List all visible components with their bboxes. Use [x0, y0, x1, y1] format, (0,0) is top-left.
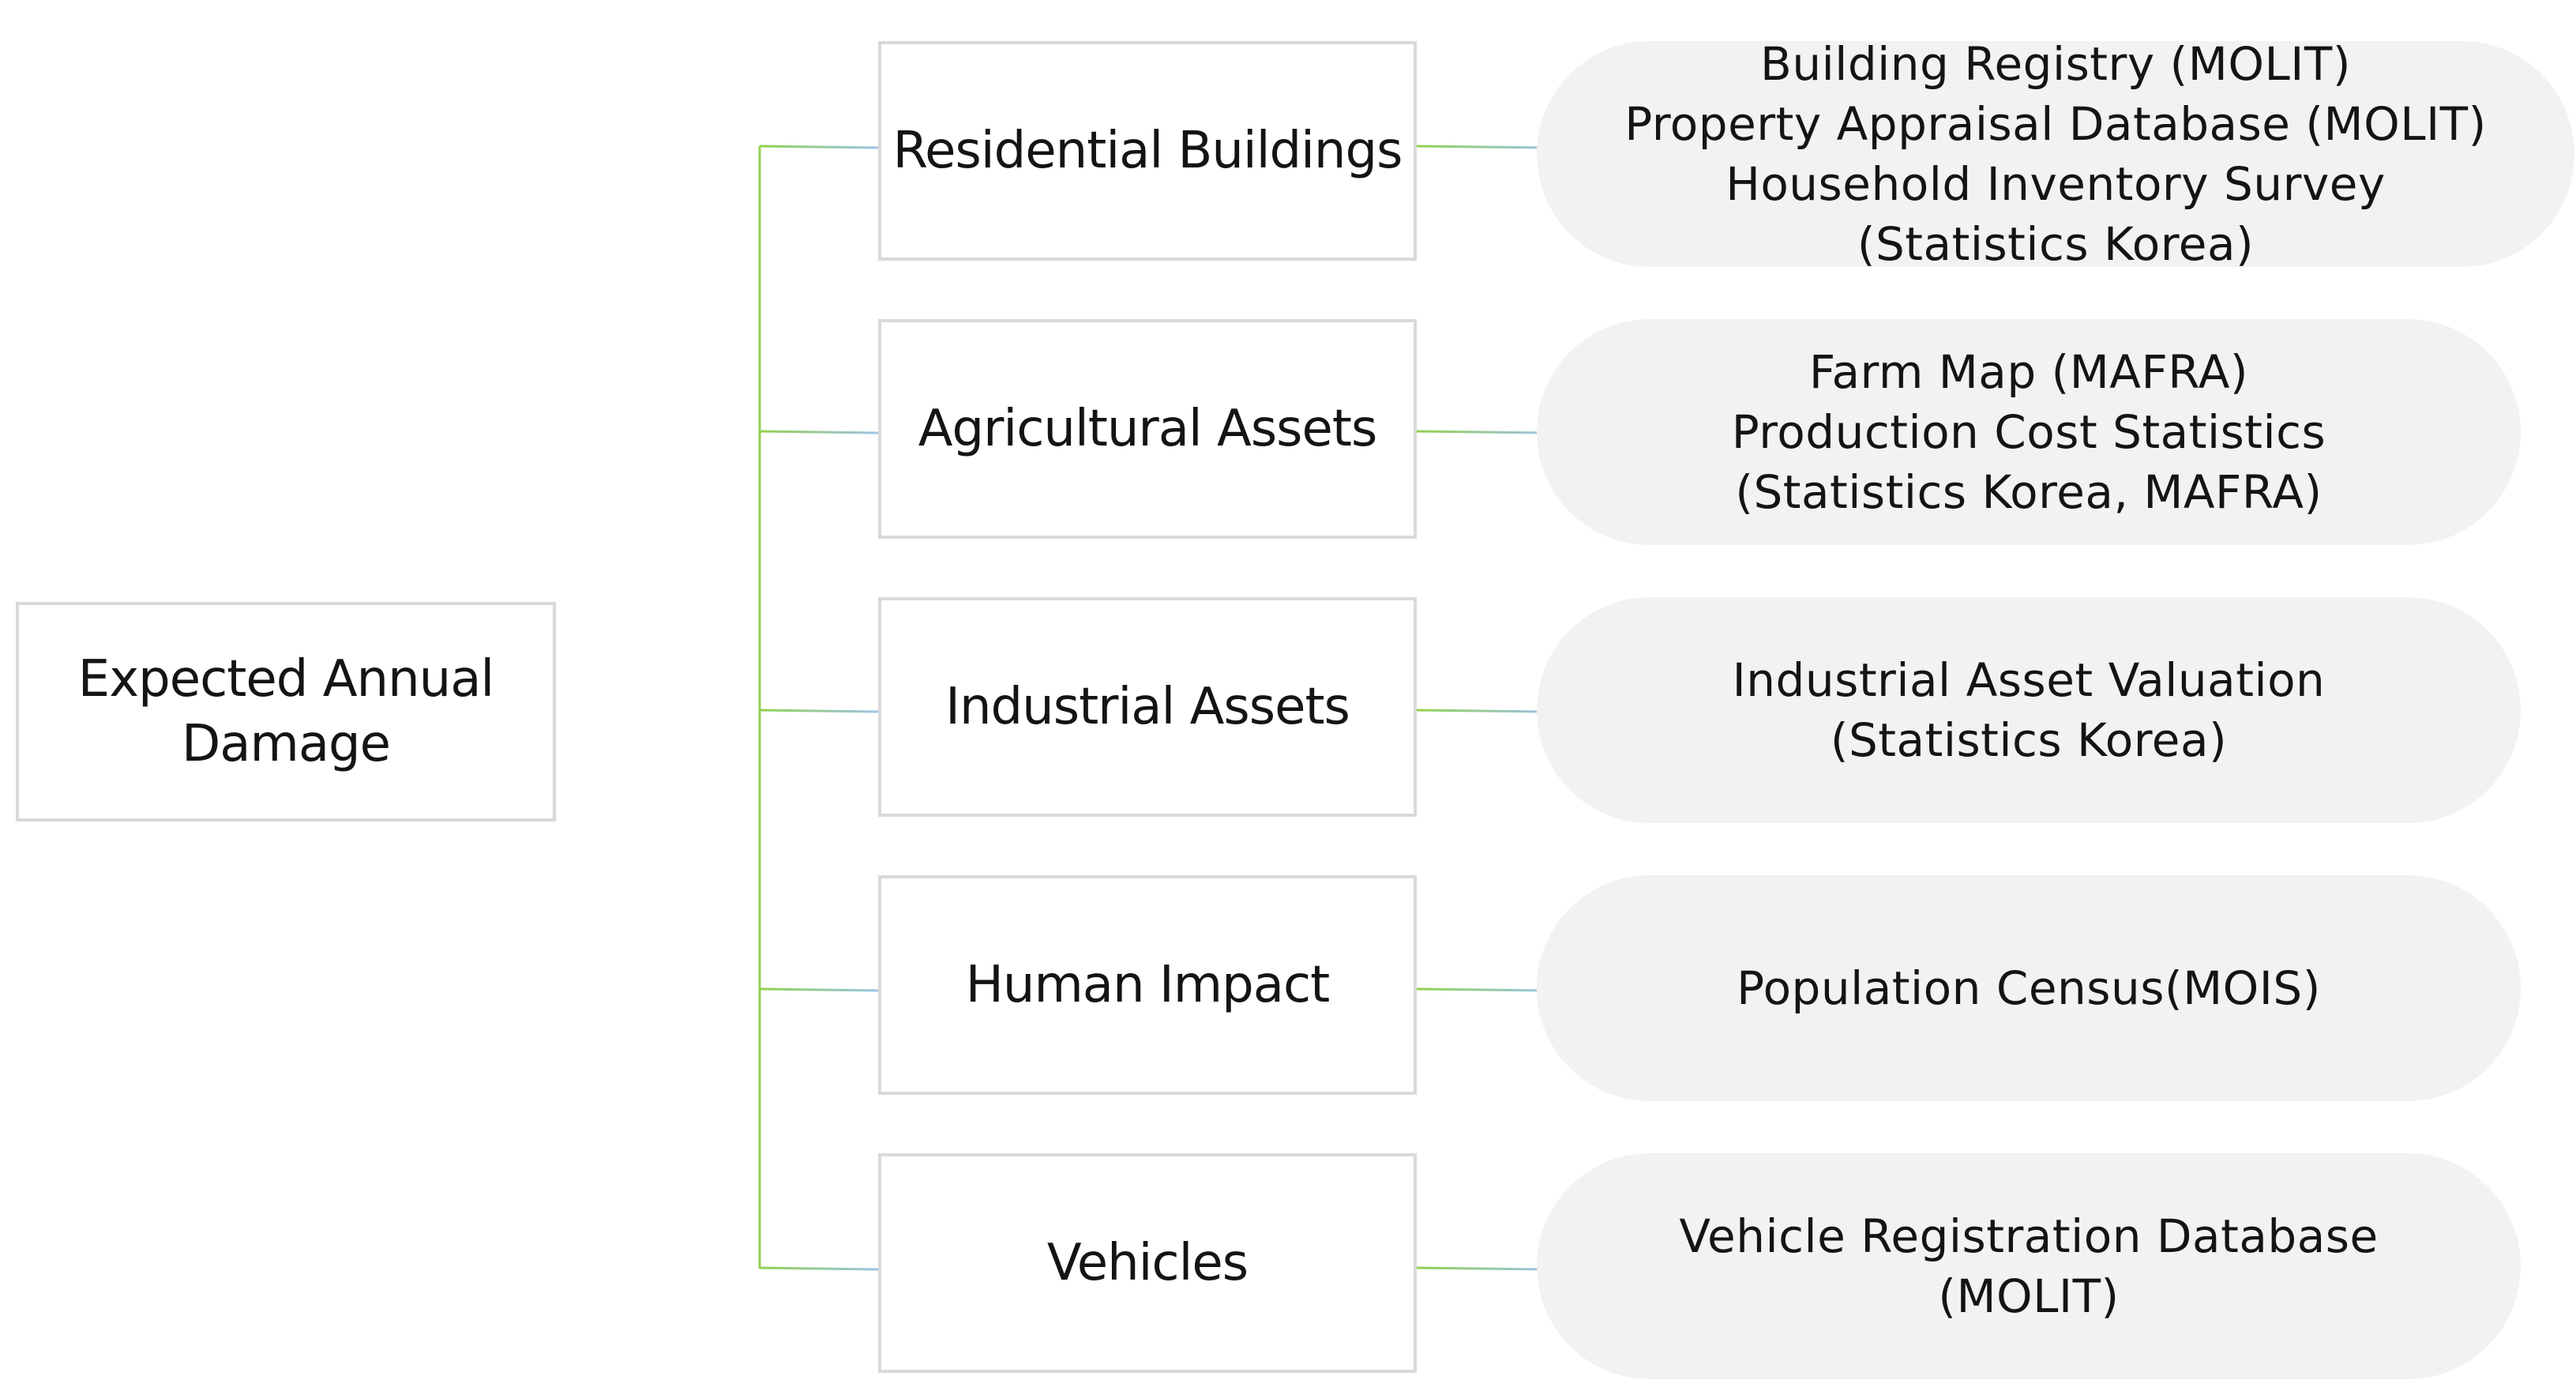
source-line: Population Census(MOIS) — [1737, 961, 2321, 1015]
source-node-agricultural-assets: Farm Map (MAFRA) Production Cost Statist… — [1537, 319, 2521, 545]
source-line: Farm Map (MAFRA) — [1808, 345, 2249, 399]
category-node-agricultural-assets: Agricultural Assets — [878, 319, 1417, 539]
category-label: Human Impact — [965, 956, 1330, 1014]
source-line: (Statistics Korea) — [1830, 713, 2228, 767]
branch-connector — [759, 430, 879, 434]
category-label: Vehicles — [1046, 1234, 1249, 1292]
branch-connector — [759, 987, 879, 992]
source-connector — [1416, 145, 1549, 149]
category-label: Industrial Assets — [945, 678, 1350, 736]
source-line: (Statistics Korea) — [1857, 217, 2255, 271]
source-connector — [1416, 430, 1549, 434]
source-line: (Statistics Korea, MAFRA) — [1735, 465, 2323, 519]
source-line: Production Cost Statistics — [1731, 405, 2326, 459]
root-node-label: Expected Annual Damage — [77, 650, 494, 773]
source-line: Industrial Asset Valuation — [1732, 653, 2326, 707]
source-connector — [1416, 987, 1549, 992]
source-connector — [1416, 1266, 1549, 1271]
branch-connector — [759, 145, 879, 149]
source-node-vehicles: Vehicle Registration Database (MOLIT) — [1537, 1153, 2521, 1379]
category-node-vehicles: Vehicles — [878, 1153, 1417, 1373]
source-connector — [1416, 709, 1549, 713]
category-node-human-impact: Human Impact — [878, 875, 1417, 1095]
branch-connector — [759, 1266, 879, 1271]
source-node-human-impact: Population Census(MOIS) — [1537, 875, 2521, 1101]
category-label: Agricultural Assets — [918, 400, 1378, 458]
category-node-industrial-assets: Industrial Assets — [878, 597, 1417, 817]
source-line: Household Inventory Survey — [1725, 157, 2386, 211]
branch-connector — [759, 709, 879, 713]
source-line: Building Registry (MOLIT) — [1760, 37, 2351, 91]
category-node-residential-buildings: Residential Buildings — [878, 41, 1417, 261]
source-node-residential-buildings: Building Registry (MOLIT) Property Appra… — [1537, 37, 2574, 271]
root-node-expected-annual-damage: Expected Annual Damage — [16, 602, 556, 822]
source-line: Property Appraisal Database (MOLIT) — [1624, 97, 2487, 151]
source-node-industrial-assets: Industrial Asset Valuation (Statistics K… — [1537, 597, 2521, 823]
source-line: (MOLIT) — [1938, 1269, 2120, 1323]
source-line: Vehicle Registration Database — [1679, 1209, 2379, 1263]
category-label: Residential Buildings — [892, 122, 1403, 180]
